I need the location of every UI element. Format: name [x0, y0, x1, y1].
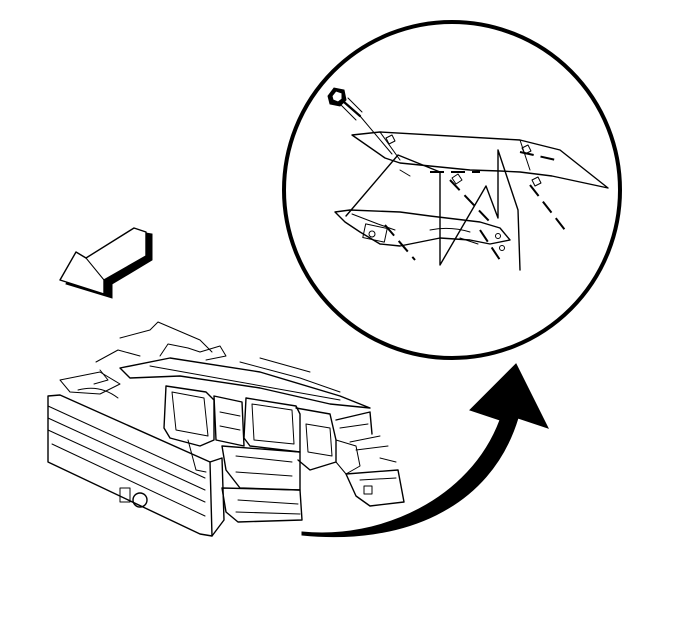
- bolt-icon: [327, 87, 393, 155]
- zigzag-leader-lines: [345, 149, 521, 271]
- upper-structure: [59, 321, 341, 399]
- fastener-points: [385, 134, 542, 187]
- front-direction-arrow: [59, 227, 153, 299]
- upper-panel-outline: [351, 131, 609, 189]
- lower-bracket: [334, 209, 511, 251]
- right-side-structure: [295, 407, 389, 475]
- detail-view-circle: [282, 20, 622, 360]
- radiator-support-upper: [119, 343, 371, 409]
- fender-bracket-right: [345, 457, 405, 507]
- bumper-fascia: [47, 394, 225, 537]
- lower-tie-bar: [221, 487, 303, 523]
- curved-callout-arrow: [301, 363, 549, 538]
- headlamp-left: [163, 385, 215, 473]
- front-end-assembly: [47, 321, 405, 537]
- headlamp-right: [243, 397, 301, 453]
- dashed-alignment-lines: [384, 151, 566, 261]
